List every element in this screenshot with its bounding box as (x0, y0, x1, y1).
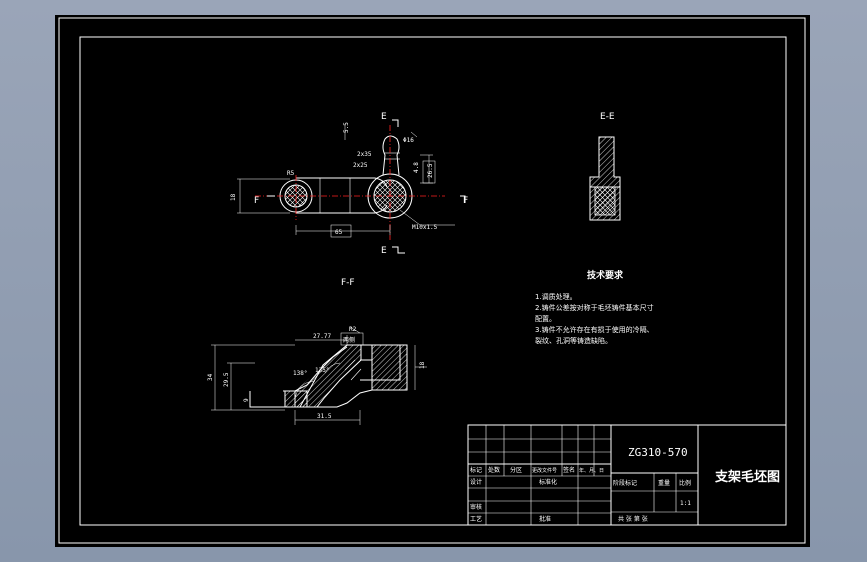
tb-sheet-info: 共 张 第 张 (618, 515, 648, 523)
tb-part-name: 支架毛坯图 (714, 469, 780, 485)
dim-4-8: 4.8 (413, 162, 420, 173)
dim-angle-bottom: 135° (315, 367, 329, 374)
tech-item-3: 配置。 (535, 315, 556, 323)
tb-header-count: 处数 (488, 466, 500, 474)
view-title-ff: F-F (341, 278, 355, 288)
tb-header-mark: 标记 (470, 466, 482, 474)
dim-2x35: 2x35 (357, 151, 372, 158)
tech-item-2: 2.铸件公差按对称于毛坯铸件基本尺寸 (535, 303, 654, 312)
drawing-sheet: E E F F 5.5 Φ16 2x35 2x25 4.8 26.5 18 R5… (55, 15, 810, 547)
top-view-labels: E E F F 5.5 Φ16 2x35 2x25 4.8 26.5 18 R5… (230, 112, 468, 256)
tb-row-approve: 批准 (539, 515, 551, 523)
title-block (467, 424, 787, 526)
view-title-ee: E-E (600, 112, 615, 122)
section-label-f-left: F (254, 196, 259, 206)
dim-26-5: 26.5 (427, 163, 434, 178)
dim-5-5: 5.5 (343, 122, 350, 133)
dim-31-5: 31.5 (317, 413, 332, 420)
dim-2x25: 2x25 (353, 162, 368, 169)
dim-phi16: Φ16 (403, 137, 414, 144)
tb-stage-mark: 阶段标记 (613, 479, 637, 487)
dim-27-77: 27.77 (313, 333, 331, 340)
ff-view-labels: 27.77 R2 两侧 138° 135° 34 29.5 9 18 31.5 (207, 326, 426, 420)
dim-18: 18 (230, 193, 237, 201)
tb-scale-value: 1:1 (680, 500, 691, 507)
tech-requirements-title: 技术要求 (587, 269, 624, 281)
tech-item-4: 3.铸件不允许存在有损于使用的冷隔、 (535, 325, 654, 334)
tb-row-standard: 标准化 (539, 478, 557, 486)
dim-34: 34 (207, 373, 214, 381)
dim-pull-top: 两侧 (343, 336, 355, 344)
tech-requirements: 技术要求 1.调质处理。 2.铸件公差按对称于毛坯铸件基本尺寸 配置。 3.铸件… (535, 269, 654, 345)
tb-row-process: 工艺 (470, 515, 482, 523)
section-view-ff (211, 326, 427, 425)
dim-65: 65 (335, 229, 343, 236)
dim-m10: M10x1.5 (412, 224, 438, 231)
section-view-ee (589, 136, 621, 221)
section-label-e-top: E (381, 112, 387, 122)
dim-9: 9 (243, 398, 250, 402)
dim-r2: R2 (349, 326, 357, 333)
tb-scale-label: 比例 (679, 479, 691, 487)
tb-header-zone: 分区 (510, 466, 522, 474)
tb-row-design: 设计 (470, 478, 482, 486)
section-label-e-bottom: E (381, 246, 387, 256)
dim-angle-top: 138° (293, 370, 307, 377)
title-block-labels: 标记 处数 分区 更改文件号 签名 年、月、日 设计 标准化 审核 工艺 批准 … (470, 446, 780, 523)
dim-18-ff: 18 (419, 361, 426, 369)
section-label-f-right: F (463, 196, 468, 206)
sheet-border-inner (79, 36, 787, 526)
tb-row-review: 审核 (470, 503, 482, 511)
sheet-border-outer (58, 17, 806, 544)
dim-29-5: 29.5 (223, 372, 230, 387)
drawing-canvas: E E F F 5.5 Φ16 2x35 2x25 4.8 26.5 18 R5… (58, 17, 806, 544)
dim-r5: R5 (287, 170, 295, 177)
tech-item-5: 裂纹、孔洞等铸造缺陷。 (535, 336, 612, 345)
tb-header-sign: 签名 (563, 466, 575, 474)
tb-drawing-number: ZG310-570 (628, 446, 688, 459)
tb-header-change: 更改文件号 (532, 467, 557, 474)
tech-item-1: 1.调质处理。 (535, 292, 577, 301)
tb-header-date: 年、月、日 (579, 467, 604, 474)
top-view (237, 119, 466, 254)
tb-weight: 重量 (658, 479, 670, 487)
